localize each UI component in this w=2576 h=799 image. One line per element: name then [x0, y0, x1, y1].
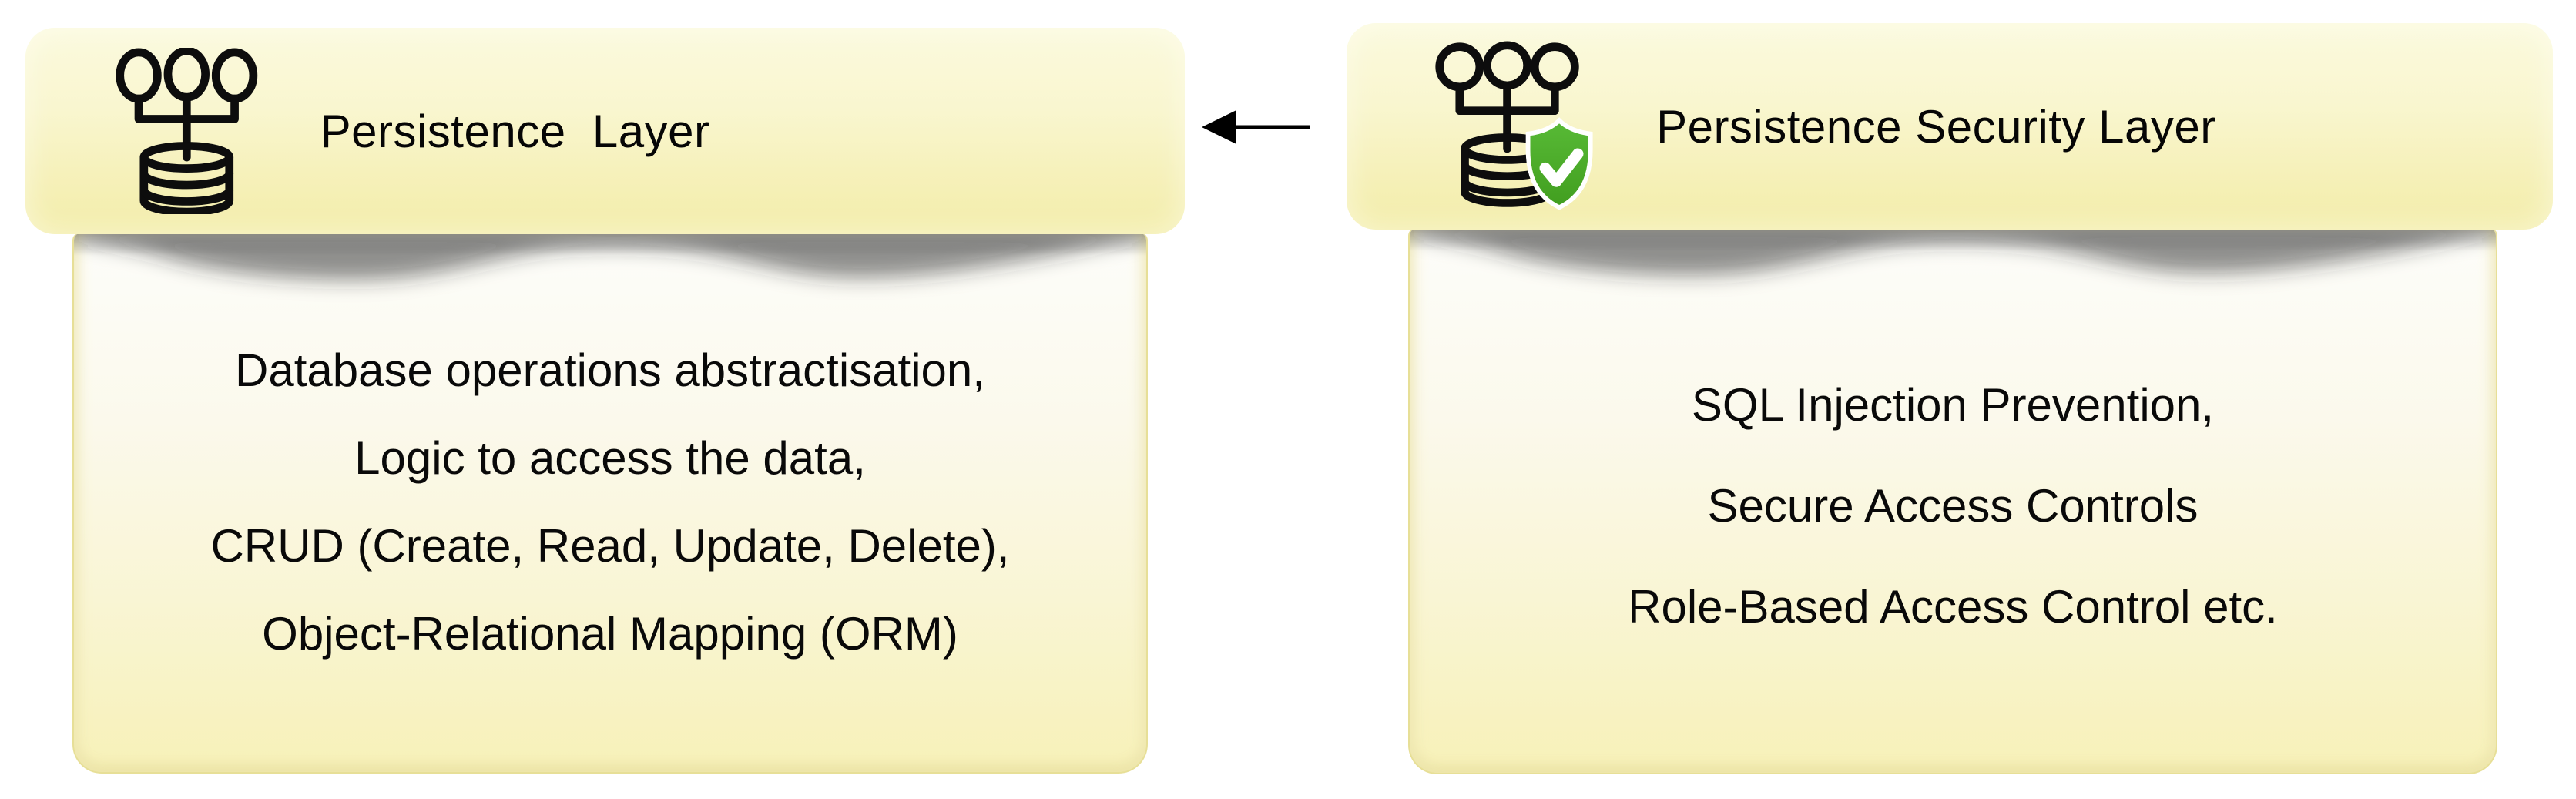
description-line: Role-Based Access Control etc. [1628, 581, 2278, 633]
persistence-security-layer-description: SQL Injection Prevention, Secure Access … [1410, 228, 2496, 773]
persistence-security-layer-header: Persistence Security Layer [1347, 23, 2553, 230]
card-title: Persistence Layer [320, 105, 710, 157]
description-line: SQL Injection Prevention, [1691, 379, 2215, 431]
persistence-layer-description: Database operations abstractisation, Log… [74, 233, 1146, 772]
persistence-security-layer-body: SQL Injection Prevention, Secure Access … [1408, 228, 2497, 774]
database-hierarchy-shield-icon [1435, 41, 1593, 210]
card-title: Persistence Security Layer [1656, 100, 2216, 153]
persistence-layer-body: Database operations abstractisation, Log… [72, 233, 1148, 774]
description-line: Secure Access Controls [1707, 480, 2199, 532]
description-line: Object-Relational Mapping (ORM) [262, 608, 958, 660]
description-line: Logic to access the data, [354, 432, 866, 484]
persistence-layer-header: Persistence Layer [25, 28, 1185, 234]
description-line: CRUD (Create, Read, Update, Delete), [210, 520, 1010, 572]
shield-check-icon [1525, 117, 1593, 210]
database-hierarchy-icon [116, 48, 258, 214]
left-arrow-icon [1202, 110, 1310, 144]
description-line: Database operations abstractisation, [235, 344, 985, 396]
